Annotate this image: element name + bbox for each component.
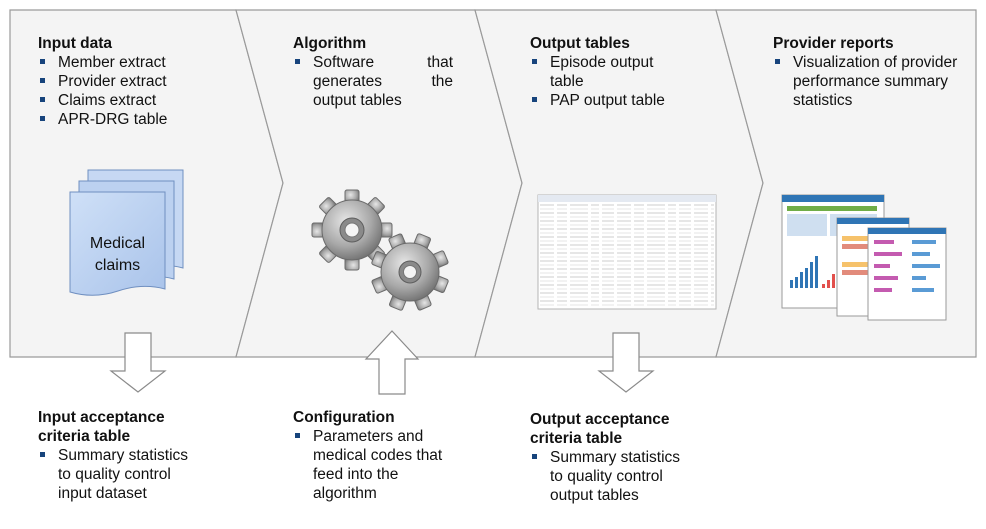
block-title-line: criteria table xyxy=(38,428,131,445)
bullet-line: input dataset xyxy=(58,485,147,502)
bullet-line: output tables xyxy=(550,487,639,504)
stage-title: Output tables xyxy=(530,35,630,52)
block-title: Input acceptance criteria table xyxy=(38,408,258,446)
document-label-line: Medical xyxy=(89,235,146,252)
stage-provider-reports: Provider reports Visualization of provid… xyxy=(773,34,971,110)
bullet-item: Visualization of provider performance su… xyxy=(773,53,961,110)
bullet-item: Parameters and medical codes that feed i… xyxy=(293,427,493,503)
block-bullets: Summary statistics to quality control in… xyxy=(38,446,258,503)
bullet-item: Member extract xyxy=(38,53,233,72)
spreadsheet-thumbnail xyxy=(537,194,717,310)
stage-title: Provider reports xyxy=(773,35,894,52)
stage-bullets: Member extract Provider extract Claims e… xyxy=(38,53,233,129)
report-thumbnails xyxy=(781,194,947,321)
down-arrow-input xyxy=(109,332,167,393)
stage-title: Algorithm xyxy=(293,35,367,52)
bullet-item: PAP output table xyxy=(530,91,700,110)
input-acceptance-block: Input acceptance criteria table Summary … xyxy=(38,408,258,503)
bullet-line: Parameters and xyxy=(313,428,424,445)
bullet-item: Episode output table xyxy=(530,53,690,91)
stage-algorithm: Algorithm Software that generates the ou… xyxy=(293,34,453,110)
stage-bullets: Visualization of provider performance su… xyxy=(773,53,971,110)
bullet-item: Summary statistics to quality control ou… xyxy=(530,448,750,505)
bullet-line: feed into the xyxy=(313,466,399,483)
bullet-line: to quality control xyxy=(58,466,171,483)
block-title-line: criteria table xyxy=(530,430,623,447)
bullet-line: Summary statistics xyxy=(550,449,681,466)
bullet-line: Summary statistics xyxy=(58,447,189,464)
spreadsheet-rows xyxy=(540,204,714,306)
bullet-item: APR-DRG table xyxy=(38,110,233,129)
block-title: Output acceptance criteria table xyxy=(530,410,750,448)
block-title-line: Input acceptance xyxy=(38,409,165,426)
stage-bullets: Software that generates the output table… xyxy=(293,53,453,110)
stage-bullets: Episode output table PAP output table xyxy=(530,53,700,110)
document-label: Medical claims xyxy=(70,233,165,277)
output-acceptance-block: Output acceptance criteria table Summary… xyxy=(530,410,750,505)
bullet-line: algorithm xyxy=(313,485,377,502)
configuration-block: Configuration Parameters and medical cod… xyxy=(293,408,493,503)
document-stack-icon xyxy=(69,169,184,296)
block-title-line: Output acceptance xyxy=(530,411,670,428)
bullet-line: to quality control xyxy=(550,468,663,485)
block-bullets: Summary statistics to quality control ou… xyxy=(530,448,750,505)
document-label-line: claims xyxy=(94,257,141,274)
block-bullets: Parameters and medical codes that feed i… xyxy=(293,427,493,503)
stage-title: Input data xyxy=(38,35,113,52)
up-arrow-configuration xyxy=(364,330,420,395)
gears-icon xyxy=(311,189,449,311)
stage-input-data: Input data Member extract Provider extra… xyxy=(38,34,233,129)
bullet-item: Software that generates the output table… xyxy=(293,53,453,110)
bullet-item: Provider extract xyxy=(38,72,233,91)
block-title: Configuration xyxy=(293,409,395,426)
bullet-item: Claims extract xyxy=(38,91,233,110)
down-arrow-output xyxy=(597,332,655,393)
bullet-line: medical codes that xyxy=(313,447,443,464)
stage-output-tables: Output tables Episode output table PAP o… xyxy=(530,34,715,110)
bullet-item: Summary statistics to quality control in… xyxy=(38,446,258,503)
